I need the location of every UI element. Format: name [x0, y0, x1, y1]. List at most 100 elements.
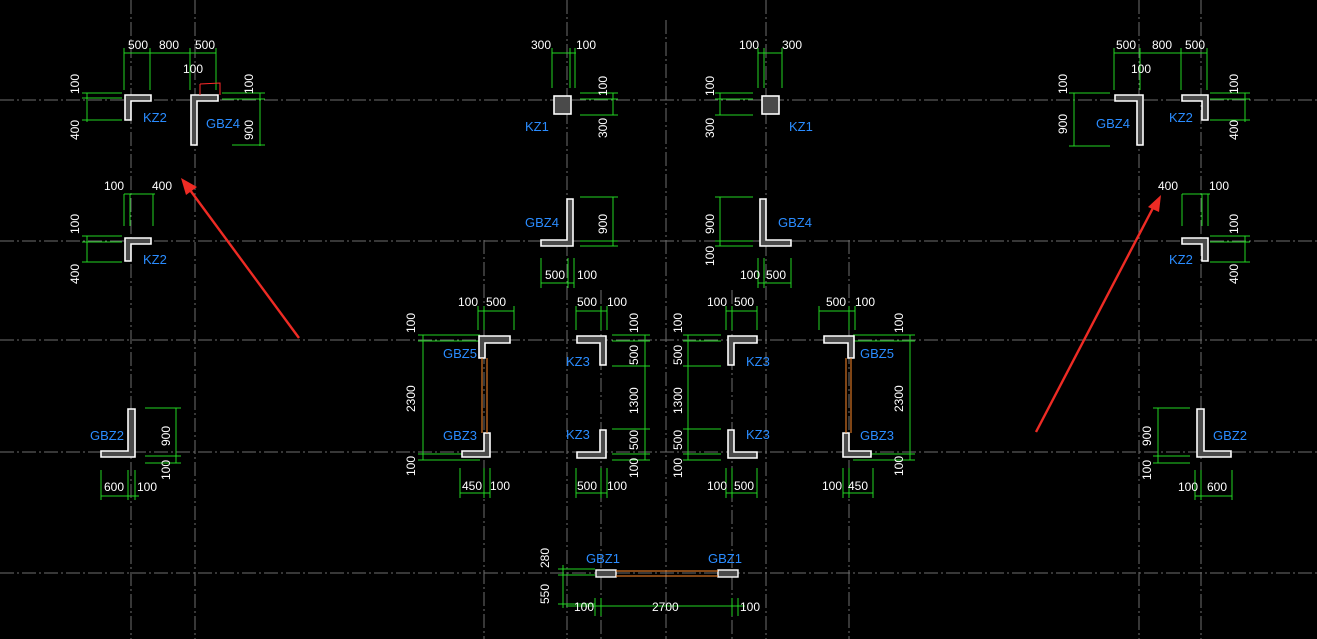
dim-text: 500 — [545, 268, 565, 282]
dim-text: 100 — [607, 479, 627, 493]
dim-text: 100 — [404, 456, 418, 476]
dim-text: 500 — [195, 38, 215, 52]
label-kz3-tr: KZ3 — [746, 354, 770, 369]
label-gbz4-tl: GBZ4 — [206, 116, 240, 131]
column-kz3-tr[interactable] — [727, 335, 758, 366]
column-gbz5-r[interactable] — [823, 335, 855, 359]
dim-text: 500 — [826, 295, 846, 309]
dim-text: 100 — [68, 74, 82, 94]
dim-text: 100 — [242, 74, 256, 94]
wall-lines — [481, 358, 852, 577]
dim-text: 100 — [404, 313, 418, 333]
dim-text: 100 — [740, 600, 760, 614]
label-gbz4-cr: GBZ4 — [778, 215, 812, 230]
dim-text: 500 — [627, 345, 641, 365]
dim-text: 280 — [538, 548, 552, 568]
dimension-texts: 500 800 500 100 100 400 100 900 100 400 … — [68, 38, 1241, 614]
column-gbz4-cl[interactable] — [540, 198, 574, 247]
dim-text: 100 — [1178, 480, 1198, 494]
dim-text: 100 — [68, 214, 82, 234]
dim-text: 100 — [671, 313, 685, 333]
dim-text: 500 — [577, 479, 597, 493]
arrowhead-left-icon — [181, 178, 197, 195]
dim-text: 800 — [159, 38, 179, 52]
dim-text: 100 — [607, 295, 627, 309]
label-gbz5-l: GBZ5 — [443, 346, 477, 361]
dim-text: 100 — [576, 38, 596, 52]
label-gbz1-l: GBZ1 — [586, 551, 620, 566]
column-gbz4-tr[interactable] — [1114, 94, 1144, 146]
dim-text: 2300 — [404, 385, 418, 412]
dim-text: 100 — [1227, 214, 1241, 234]
column-gbz3-r[interactable] — [842, 432, 872, 458]
dim-text: 100 — [739, 38, 759, 52]
selection-mark — [199, 82, 221, 95]
dim-text: 450 — [848, 479, 868, 493]
dim-text: 100 — [671, 458, 685, 478]
dim-text: 500 — [627, 430, 641, 450]
label-gbz3-l: GBZ3 — [443, 428, 477, 443]
dim-text: 500 — [577, 295, 597, 309]
label-gbz2-r: GBZ2 — [1213, 428, 1247, 443]
column-kz2-ml[interactable] — [124, 237, 152, 262]
column-kz1-r[interactable] — [761, 95, 780, 115]
dim-text: 600 — [1207, 480, 1227, 494]
dim-text: 500 — [671, 430, 685, 450]
dim-text: 400 — [1227, 264, 1241, 284]
column-gbz2-r[interactable] — [1196, 408, 1232, 458]
dim-text: 800 — [1152, 38, 1172, 52]
red-arrow-right — [1034, 205, 1156, 433]
column-kz2-tl[interactable] — [124, 94, 152, 121]
column-gbz5-l[interactable] — [478, 335, 511, 359]
dim-text: 900 — [242, 120, 256, 140]
dim-text: 100 — [1131, 62, 1151, 76]
dim-text: 900 — [596, 214, 610, 234]
column-kz2-mr[interactable] — [1181, 237, 1209, 262]
column-kz3-bl[interactable] — [576, 429, 607, 459]
column-kz3-tl[interactable] — [576, 335, 607, 366]
column-kz3-br[interactable] — [727, 429, 758, 459]
dim-text: 400 — [1158, 179, 1178, 193]
dim-text: 100 — [574, 600, 594, 614]
column-kz1-l[interactable] — [553, 95, 572, 115]
dim-text: 100 — [183, 62, 203, 76]
dim-text: 100 — [627, 458, 641, 478]
label-kz1-l: KZ1 — [525, 119, 549, 134]
label-gbz4-cl: GBZ4 — [525, 215, 559, 230]
column-gbz1-r[interactable] — [717, 569, 739, 578]
column-gbz3-l[interactable] — [461, 432, 491, 458]
column-gbz2-l[interactable] — [100, 408, 136, 458]
column-kz2-tr[interactable] — [1181, 94, 1209, 121]
label-kz3-bl: KZ3 — [566, 427, 590, 442]
columns — [100, 94, 1232, 578]
dim-text: 500 — [1185, 38, 1205, 52]
dim-text: 900 — [703, 214, 717, 234]
dim-text: 550 — [538, 584, 552, 604]
column-gbz4-tl[interactable] — [190, 94, 219, 146]
label-kz2-ml: KZ2 — [143, 252, 167, 267]
dim-text: 300 — [782, 38, 802, 52]
component-labels: KZ2 GBZ4 KZ2 GBZ2 KZ1 KZ1 GBZ4 GBZ4 GBZ5… — [90, 110, 1247, 566]
dim-text: 2300 — [892, 385, 906, 412]
dim-text: 900 — [1056, 114, 1070, 134]
dim-text: 1300 — [671, 387, 685, 414]
dim-text: 600 — [104, 480, 124, 494]
dim-text: 400 — [68, 264, 82, 284]
column-gbz1-l[interactable] — [595, 569, 617, 578]
label-gbz3-r: GBZ3 — [860, 428, 894, 443]
label-kz3-tl: KZ3 — [566, 354, 590, 369]
column-gbz4-cr[interactable] — [759, 198, 792, 247]
dim-text: 500 — [734, 295, 754, 309]
dim-text: 100 — [892, 313, 906, 333]
dim-text: 500 — [1116, 38, 1136, 52]
dim-text: 100 — [740, 268, 760, 282]
dim-text: 100 — [855, 295, 875, 309]
label-kz1-r: KZ1 — [789, 119, 813, 134]
label-kz3-br: KZ3 — [746, 427, 770, 442]
dim-text: 100 — [458, 295, 478, 309]
label-kz2-tr: KZ2 — [1169, 110, 1193, 125]
label-gbz1-r: GBZ1 — [708, 551, 742, 566]
dim-text: 100 — [137, 480, 157, 494]
dim-text: 400 — [1227, 120, 1241, 140]
